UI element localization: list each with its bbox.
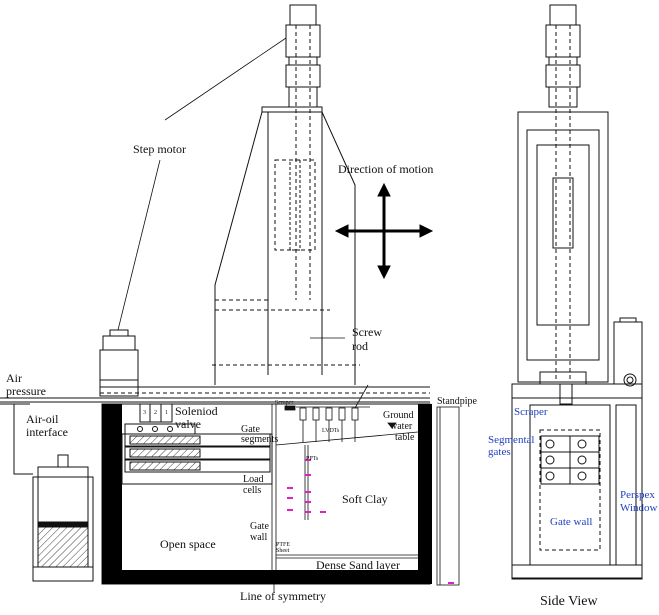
standpipe (436, 406, 460, 586)
leader-lines (117, 37, 369, 409)
air-oil-cylinder (13, 404, 94, 582)
direction-arrows (334, 182, 434, 280)
label-side-scraper: Scraper (514, 406, 548, 418)
label-pressure: pressure (6, 384, 46, 398)
label-screw: Screw (352, 325, 382, 339)
lvdt-array (284, 405, 370, 520)
label-segments: segments (241, 434, 278, 445)
labels: Step motor Direction of motion Screw rod… (6, 142, 657, 609)
label-air: Air (6, 371, 22, 385)
label-soft-clay: Soft Clay (342, 492, 388, 506)
side-view (511, 4, 643, 580)
label-ppts: PPTs (306, 456, 319, 462)
label-line-of-symmetry: Line of symmetry (240, 589, 326, 603)
label-table: table (395, 432, 415, 443)
valve-block (121, 403, 273, 485)
label-side-window: Window (620, 502, 657, 514)
valve-num-3: 3 (143, 410, 146, 416)
label-gate-wall-1: Gate (250, 521, 269, 532)
ppt-markers (287, 459, 454, 584)
label-side-segmental: Segmental (488, 434, 534, 446)
label-side-gate-wall: Gate wall (550, 516, 592, 528)
valve-num-1: 1 (165, 410, 168, 416)
label-ptfe: PTFE (276, 542, 290, 548)
label-ground: Ground (383, 410, 414, 421)
motor-tower (212, 4, 360, 385)
label-water: water (390, 421, 413, 432)
label-air-oil: Air-oil (26, 412, 59, 426)
air-pressure-lines (0, 386, 430, 405)
label-side-view: Side View (540, 594, 599, 609)
label-cells: cells (243, 485, 261, 496)
label-standpipe: Standpipe (437, 396, 478, 407)
label-soleniod: Soleniod (175, 404, 218, 418)
label-step-motor: Step motor (133, 142, 186, 156)
tank (101, 403, 432, 585)
label-gate-wall-2: wall (250, 532, 267, 543)
label-open-space: Open space (160, 537, 216, 551)
label-dense-sand: Dense Sand layer (316, 558, 400, 572)
label-side-gates: gates (488, 446, 511, 458)
label-side-perspex: Perspex (620, 489, 655, 501)
valve-num-2: 2 (154, 410, 157, 416)
label-sheet: Sheet (276, 548, 290, 554)
label-interface: interface (26, 425, 68, 439)
label-gate: Gate (241, 424, 260, 435)
soil-zone (271, 404, 419, 570)
left-step-motor (99, 329, 139, 397)
label-lvdts: LVDTs (322, 428, 340, 434)
label-valve: valve (175, 417, 201, 431)
label-direction-of-motion: Direction of motion (338, 162, 433, 176)
label-rod: rod (352, 339, 368, 353)
label-load: Load (243, 474, 264, 485)
label-scraper-front: Scraper (275, 400, 293, 406)
